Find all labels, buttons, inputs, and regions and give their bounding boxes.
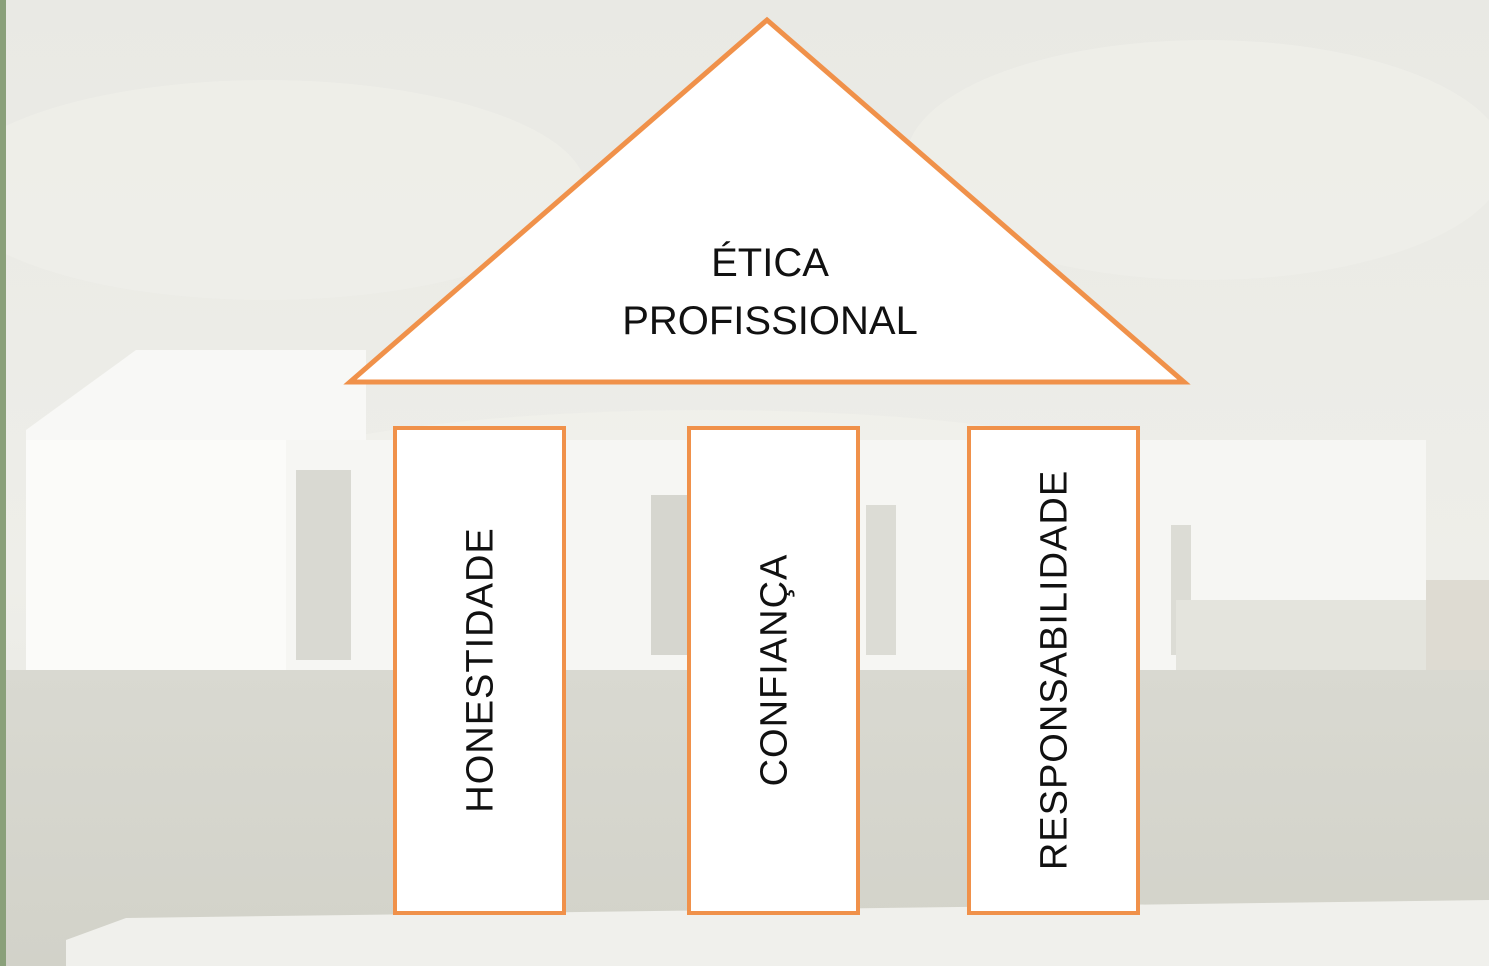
roof-title-line-2: PROFISSIONAL: [622, 299, 918, 343]
pillar-label-honestidade: HONESTIDADE: [459, 527, 502, 813]
roof-triangle: [343, 16, 1191, 385]
pillar-label-responsabilidade: RESPONSABILIDADE: [1033, 469, 1076, 871]
left-frame-line: [0, 0, 6, 966]
roof-title-line-1: ÉTICA: [711, 241, 829, 285]
pillar-confianca: [687, 426, 860, 915]
roof-title: ÉTICA PROFISSIONAL: [560, 234, 980, 350]
pillar-responsabilidade: [967, 426, 1140, 915]
pillar-honestidade: [393, 426, 566, 915]
pillar-label-confianca: CONFIANÇA: [753, 553, 796, 787]
